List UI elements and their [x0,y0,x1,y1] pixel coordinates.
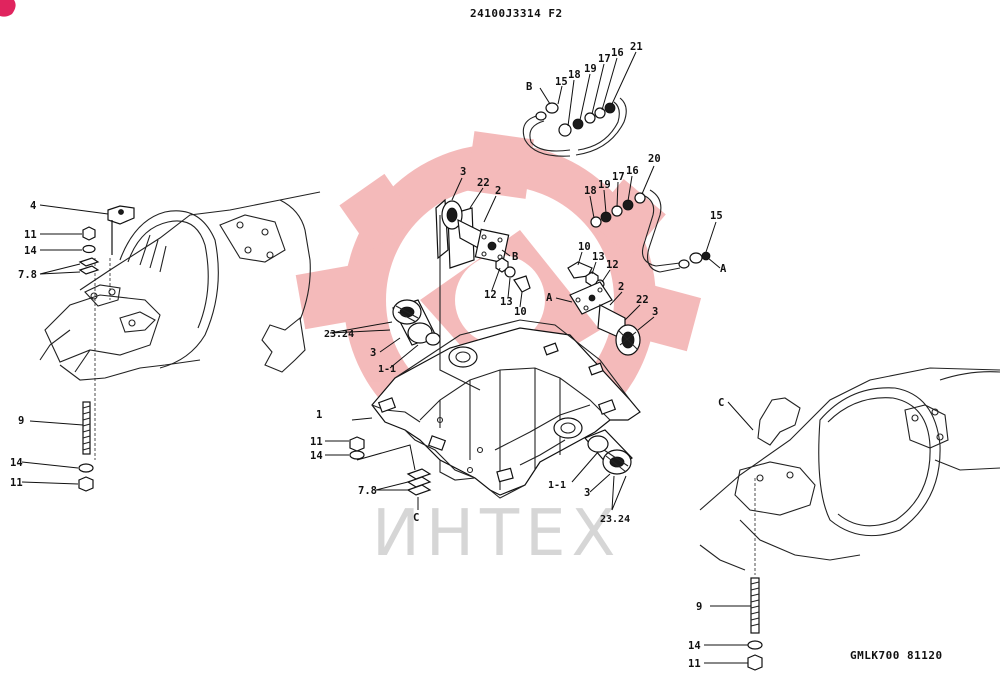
callout-2-left-bracket: 2 [495,185,501,197]
right-hose-assembly [589,165,721,273]
pad-part-4 [107,205,135,225]
right-pivot-assembly [571,429,633,511]
callout-11: 11 [24,229,37,241]
callout-15-top: 15 [555,76,568,88]
nut-11-frame-icon [349,436,365,452]
callout-12-left: 12 [484,289,497,301]
callout-1-1-left: 1-1 [378,364,396,375]
drawing-reference: GMLK700 81120 [850,649,943,662]
callout-2-right-bracket: 2 [618,281,624,293]
callout-9: 9 [18,415,24,427]
callout-19-right: 19 [598,179,611,191]
washer-14-right-icon [747,640,763,650]
callout-4: 4 [30,200,36,212]
washer-14-frame-icon [349,450,365,460]
callout-17-top: 17 [598,53,611,65]
left-bracket-assembly [435,177,531,391]
callout-23-24-left: 23.24 [324,329,354,340]
callout-13-right: 13 [592,251,605,263]
right-bracket-assembly [555,251,655,356]
callout-10-left: 10 [514,306,527,318]
callout-9-right: 9 [696,601,702,613]
callout-18-right: 18 [584,185,597,197]
callout-23-24-right: 23.24 [600,514,630,525]
callout-A-bracket: A [546,292,553,304]
callout-3-right-pivot: 3 [584,487,590,499]
nut-11-lower-icon [78,476,94,492]
watermark-text: ИНТЕХ [372,497,621,571]
callout-C-frame: C [413,512,419,524]
callout-B-hose: B [526,81,532,93]
callout-3-right-bracket: 3 [652,306,658,318]
nut-11-icon [82,226,96,241]
callout-B-bracket: B [512,251,518,263]
callout-10-right: 10 [578,241,591,253]
shim-78-icon [78,257,100,275]
corner-marker [0,0,16,17]
callout-20-right: 20 [648,153,661,165]
left-fastener-leaders [21,204,109,485]
callout-15-right: 15 [710,210,723,222]
shim-78-frame-icon [406,468,432,496]
right-fastener-stack [704,401,763,671]
callout-3-left-pivot: 3 [370,347,376,359]
nut-11-right-icon [747,654,763,671]
callout-21-top: 21 [630,41,643,53]
washer-14-lower-icon [78,463,94,473]
callout-14-right: 14 [688,640,701,652]
callout-1-1-right: 1-1 [548,480,566,491]
callout-12-right: 12 [606,259,619,271]
callout-11-right: 11 [688,658,701,670]
callout-19-top: 19 [584,63,597,75]
callout-7-8-frame: 7.8 [358,485,377,497]
drawing-number: 24100J3314 F2 [470,7,563,20]
callout-1-frame: 1 [316,409,322,421]
callout-17-right: 17 [612,171,625,183]
callout-16-top: 16 [611,47,624,59]
callout-C-right: C [718,397,724,409]
right-axle-housing [699,367,1000,575]
callout-22-right-bracket: 22 [636,294,649,306]
callout-3-left-bracket: 3 [460,166,466,178]
callout-14-lower: 14 [10,457,23,469]
top-hose-assembly [522,51,637,157]
callout-13-left: 13 [500,296,513,308]
left-axle-housing [39,191,321,460]
oscillating-frame [371,319,641,499]
callout-14: 14 [24,245,37,257]
callout-22-left-bracket: 22 [477,177,490,189]
callout-7-8: 7.8 [18,269,37,281]
callout-11-lower: 11 [10,477,23,489]
callout-A-hose: A [720,263,727,275]
left-pivot-assembly [329,299,441,369]
callout-14-frame: 14 [310,450,323,462]
washer-14-icon [82,244,96,254]
left-fastener-stack [78,205,135,492]
callout-11-frame: 11 [310,436,323,448]
callout-18-top: 18 [568,69,581,81]
frame-fasteners [325,417,432,510]
callout-16-right: 16 [626,165,639,177]
stud-9-icon [82,401,91,455]
